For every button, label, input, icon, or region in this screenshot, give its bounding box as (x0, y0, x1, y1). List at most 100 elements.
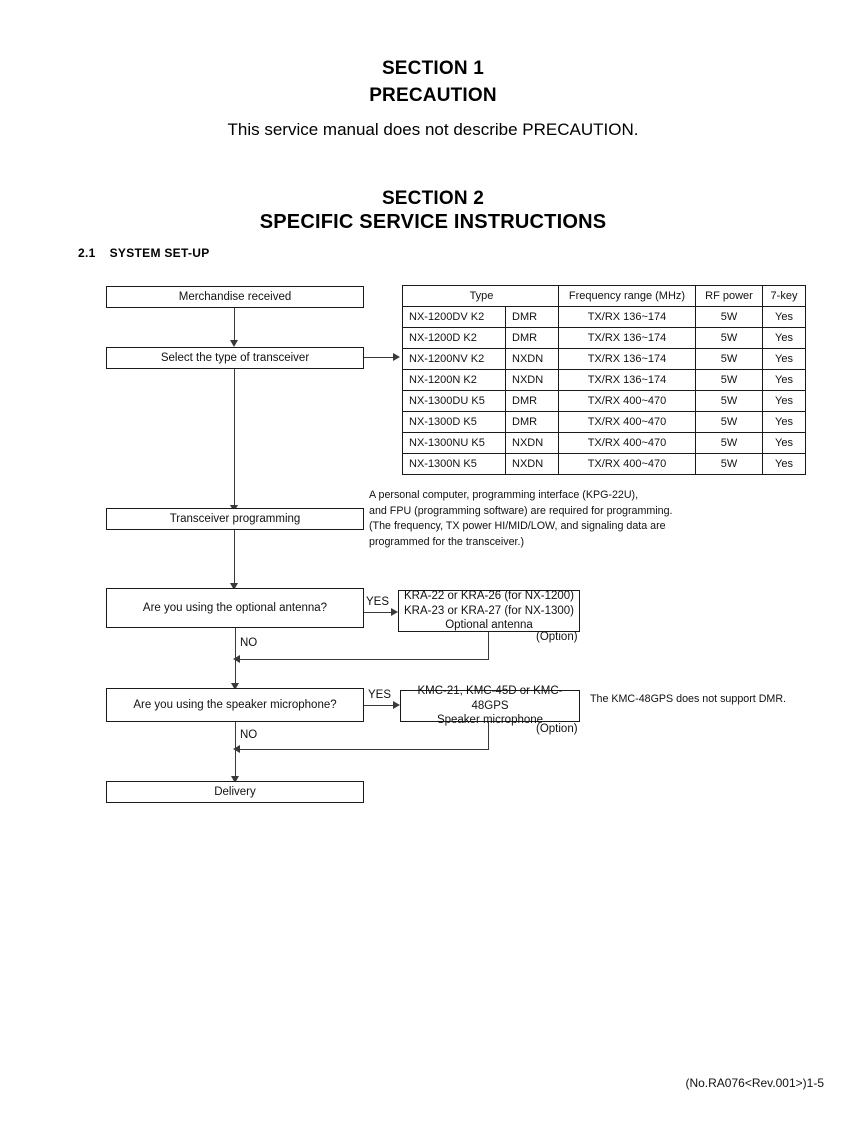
connector-antenna-yes (364, 612, 392, 614)
cell-frequency: TX/RX 136~174 (558, 369, 696, 391)
cell-type: NX-1300D K5 (402, 411, 506, 433)
connector-speaker-no (235, 722, 237, 778)
label-yes-speaker: YES (368, 689, 392, 701)
arrow-programming-to-antenna (230, 583, 238, 590)
connector-speaker-merge (236, 749, 489, 751)
column-header-7-key: 7-key (762, 285, 806, 307)
cell-type: NX-1300DU K5 (402, 390, 506, 412)
cell-7-key: Yes (762, 348, 806, 370)
section-1-label: SECTION 1 (381, 58, 485, 79)
cell-7-key: Yes (762, 306, 806, 328)
flow-box-select-type: Select the type of transceiver (106, 347, 364, 369)
cell-rf-power: 5W (695, 411, 763, 433)
note-programming-requirements: A personal computer, programming interfa… (369, 489, 673, 548)
note-speaker-mic-dmr: The KMC-48GPS does not support DMR. (590, 693, 787, 705)
flow-box-antenna-option: KRA-22 or KRA-26 (for NX-1200) KRA-23 or… (398, 590, 580, 632)
cell-frequency: TX/RX 400~470 (558, 390, 696, 412)
connector-select-to-table (364, 357, 394, 359)
cell-frequency: TX/RX 136~174 (558, 327, 696, 349)
arrow-antenna-merge (233, 655, 240, 663)
cell-rf-power: 5W (695, 306, 763, 328)
flow-box-merchandise-received: Merchandise received (106, 286, 364, 308)
connector-merchandise-to-select (234, 308, 236, 342)
cell-mode: DMR (505, 327, 559, 349)
cell-type: NX-1200D K2 (402, 327, 506, 349)
cell-7-key: Yes (762, 411, 806, 433)
cell-type: NX-1200N K2 (402, 369, 506, 391)
cell-frequency: TX/RX 400~470 (558, 453, 696, 475)
connector-speaker-yes (364, 705, 394, 707)
cell-frequency: TX/RX 400~470 (558, 411, 696, 433)
cell-type: NX-1200NV K2 (402, 348, 506, 370)
cell-rf-power: 5W (695, 432, 763, 454)
antenna-option-line-3: Optional antenna (445, 619, 533, 632)
cell-mode: DMR (505, 390, 559, 412)
cell-mode: NXDN (505, 369, 559, 391)
cell-type: NX-1300N K5 (402, 453, 506, 475)
cell-7-key: Yes (762, 369, 806, 391)
cell-type: NX-1200DV K2 (402, 306, 506, 328)
subsection-heading: 2.1 SYSTEM SET-UP (78, 246, 210, 260)
page-footer: (No.RA076<Rev.001>)1-5 (685, 1076, 824, 1090)
cell-mode: NXDN (505, 432, 559, 454)
connector-antenna-merge (236, 659, 489, 661)
cell-mode: DMR (505, 411, 559, 433)
speaker-option-line-2: Speaker microphone (436, 714, 544, 727)
section-1-title: PRECAUTION (369, 85, 497, 106)
subsection-title: SYSTEM SET-UP (109, 246, 210, 260)
label-option-antenna: (Option) (536, 631, 578, 643)
antenna-option-line-2: KRA-23 or KRA-27 (for NX-1300) (403, 604, 574, 617)
cell-7-key: Yes (762, 390, 806, 412)
arrow-antenna-no-to-speaker (231, 683, 239, 690)
cell-frequency: TX/RX 400~470 (558, 432, 696, 454)
label-no-antenna: NO (240, 637, 258, 649)
arrow-merchandise-to-select (230, 340, 238, 347)
cell-7-key: Yes (762, 432, 806, 454)
cell-type: NX-1300NU K5 (402, 432, 506, 454)
connector-antenna-option-down (488, 632, 490, 660)
flow-box-delivery: Delivery (106, 781, 364, 803)
cell-mode: DMR (505, 306, 559, 328)
arrow-speaker-no-to-delivery (231, 776, 239, 783)
cell-mode: NXDN (505, 348, 559, 370)
connector-speaker-option-down (488, 722, 490, 750)
cell-rf-power: 5W (695, 348, 763, 370)
label-option-speaker: (Option) (536, 723, 578, 735)
label-yes-antenna: YES (366, 596, 390, 608)
transceiver-model-table: Type Frequency range (MHz) RF power 7-ke… (402, 285, 806, 475)
label-no-speaker: NO (240, 729, 258, 741)
cell-rf-power: 5W (695, 327, 763, 349)
arrow-antenna-yes (391, 608, 398, 616)
cell-rf-power: 5W (695, 453, 763, 475)
connector-antenna-no (235, 628, 237, 685)
connector-select-to-programming (234, 369, 236, 507)
connector-programming-to-antenna (234, 530, 236, 585)
subsection-number: 2.1 (78, 246, 96, 260)
cell-rf-power: 5W (695, 369, 763, 391)
arrow-select-to-table (393, 353, 400, 361)
cell-mode: NXDN (505, 453, 559, 475)
column-header-frequency: Frequency range (MHz) (558, 285, 696, 307)
speaker-option-line-1: KMC-21, KMC-45D or KMC-48GPS (417, 684, 563, 712)
flow-box-optional-antenna-question: Are you using the optional antenna? (106, 588, 364, 628)
cell-7-key: Yes (762, 453, 806, 475)
table-header-row: Type Frequency range (MHz) RF power 7-ke… (402, 285, 806, 307)
section-2-title: SPECIFIC SERVICE INSTRUCTIONS (259, 211, 607, 233)
flow-box-speaker-mic-question: Are you using the speaker microphone? (106, 688, 364, 722)
flow-box-transceiver-programming: Transceiver programming (106, 508, 364, 530)
arrow-speaker-yes (393, 701, 400, 709)
arrow-speaker-merge (233, 745, 240, 753)
section-2-label: SECTION 2 (381, 188, 485, 209)
column-header-type: Type (402, 285, 559, 307)
precaution-body-text: This service manual does not describe PR… (227, 120, 639, 139)
antenna-option-line-1: KRA-22 or KRA-26 (for NX-1200) (403, 589, 574, 602)
